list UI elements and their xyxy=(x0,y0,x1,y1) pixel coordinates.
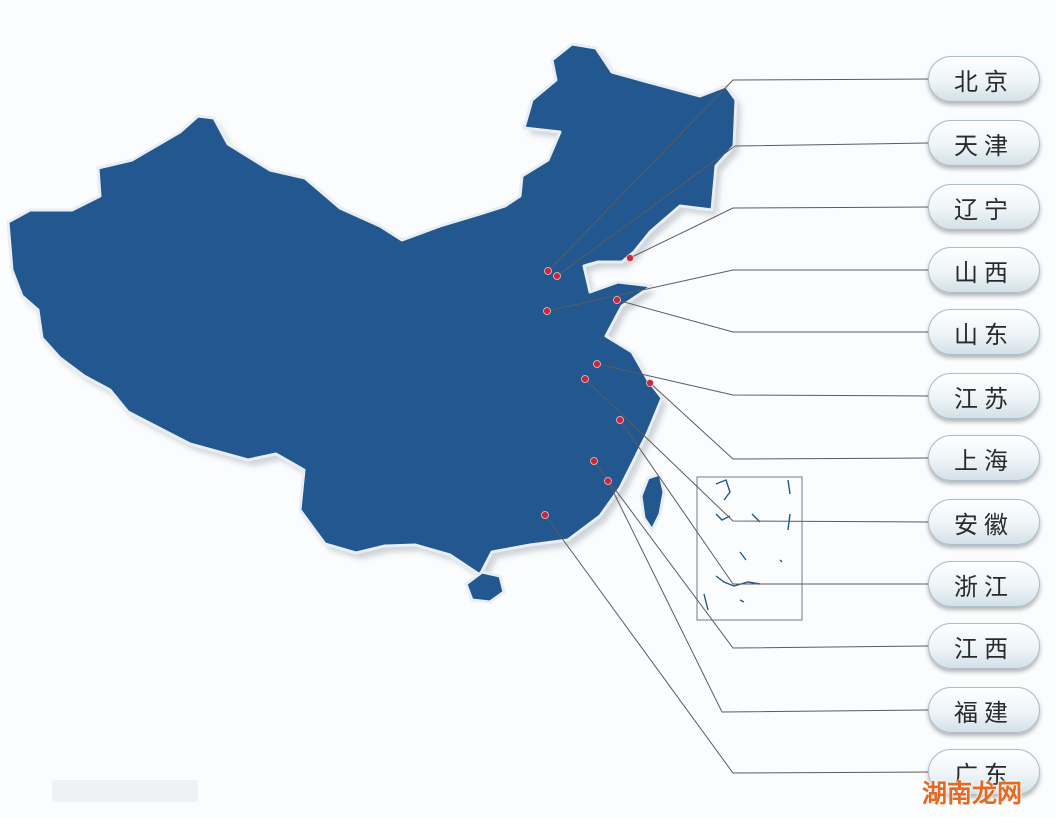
region-label-fujian[interactable]: 福建 xyxy=(928,687,1040,733)
marker-shandong xyxy=(613,296,621,304)
inset-coastline xyxy=(703,479,791,611)
region-label-shandong[interactable]: 山东 xyxy=(928,309,1040,355)
marker-jiangxi xyxy=(590,457,598,465)
region-label-tianjin[interactable]: 天津 xyxy=(928,120,1040,166)
region-label-jiangxi[interactable]: 江西 xyxy=(928,623,1040,669)
leader-line-jiangxi xyxy=(593,460,929,649)
leader-line-shanxi xyxy=(546,269,928,312)
inset-frame xyxy=(696,476,803,621)
marker-tianjin xyxy=(553,272,561,280)
leader-line-fujian xyxy=(607,480,929,713)
taiwan-island xyxy=(639,472,666,533)
leader-line-tianjin xyxy=(556,142,929,277)
marker-shanghai xyxy=(646,379,654,387)
leader-line-shandong xyxy=(616,299,928,333)
region-label-zhejiang[interactable]: 浙江 xyxy=(928,561,1040,607)
marker-jiangsu xyxy=(593,360,601,368)
leader-line-shanghai xyxy=(649,382,929,460)
leader-line-anhui xyxy=(584,378,929,523)
marker-fujian xyxy=(604,477,612,485)
leader-line-liaoning xyxy=(629,206,929,259)
leader-line-zhejiang xyxy=(619,419,928,585)
region-label-liaoning[interactable]: 辽宁 xyxy=(928,184,1040,230)
region-label-beijing[interactable]: 北京 xyxy=(928,56,1040,102)
marker-guangdong xyxy=(541,511,549,519)
region-label-guangdong[interactable]: 广东 xyxy=(928,749,1040,795)
location-markers xyxy=(541,254,654,519)
blurred-caption xyxy=(52,780,198,802)
leader-line-jiangsu xyxy=(596,363,929,397)
region-label-shanxi[interactable]: 山西 xyxy=(928,247,1040,293)
marker-zhejiang xyxy=(616,416,624,424)
region-label-shanghai[interactable]: 上海 xyxy=(928,435,1040,481)
hainan-island xyxy=(464,570,506,604)
marker-beijing xyxy=(544,267,552,275)
region-label-anhui[interactable]: 安徽 xyxy=(928,499,1040,545)
marker-liaoning xyxy=(626,254,634,262)
watermark-logo: 湖南龙网 xyxy=(922,779,1023,808)
leader-line-guangdong xyxy=(544,514,929,774)
marker-anhui xyxy=(581,375,589,383)
region-label-jiangsu[interactable]: 江苏 xyxy=(928,373,1040,419)
south-china-sea-inset xyxy=(696,476,803,621)
marker-shanxi xyxy=(543,307,551,315)
leader-line-beijing xyxy=(547,78,929,272)
leader-lines xyxy=(544,78,929,774)
